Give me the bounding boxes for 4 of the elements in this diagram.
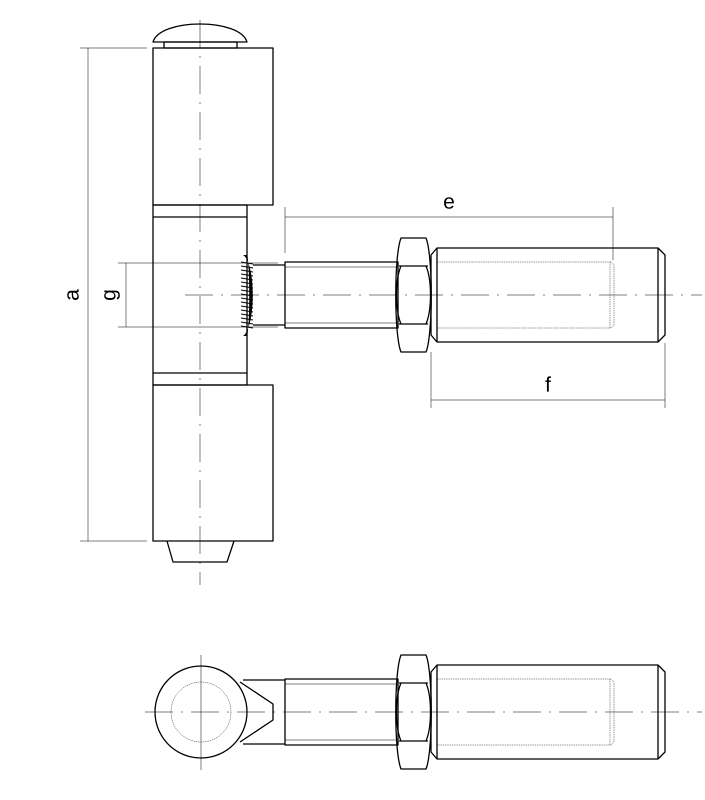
dimension-label: g	[104, 290, 120, 300]
dimension-label: e	[444, 197, 454, 209]
dimension-label: a	[67, 289, 79, 300]
dimension-label: f	[545, 376, 551, 392]
